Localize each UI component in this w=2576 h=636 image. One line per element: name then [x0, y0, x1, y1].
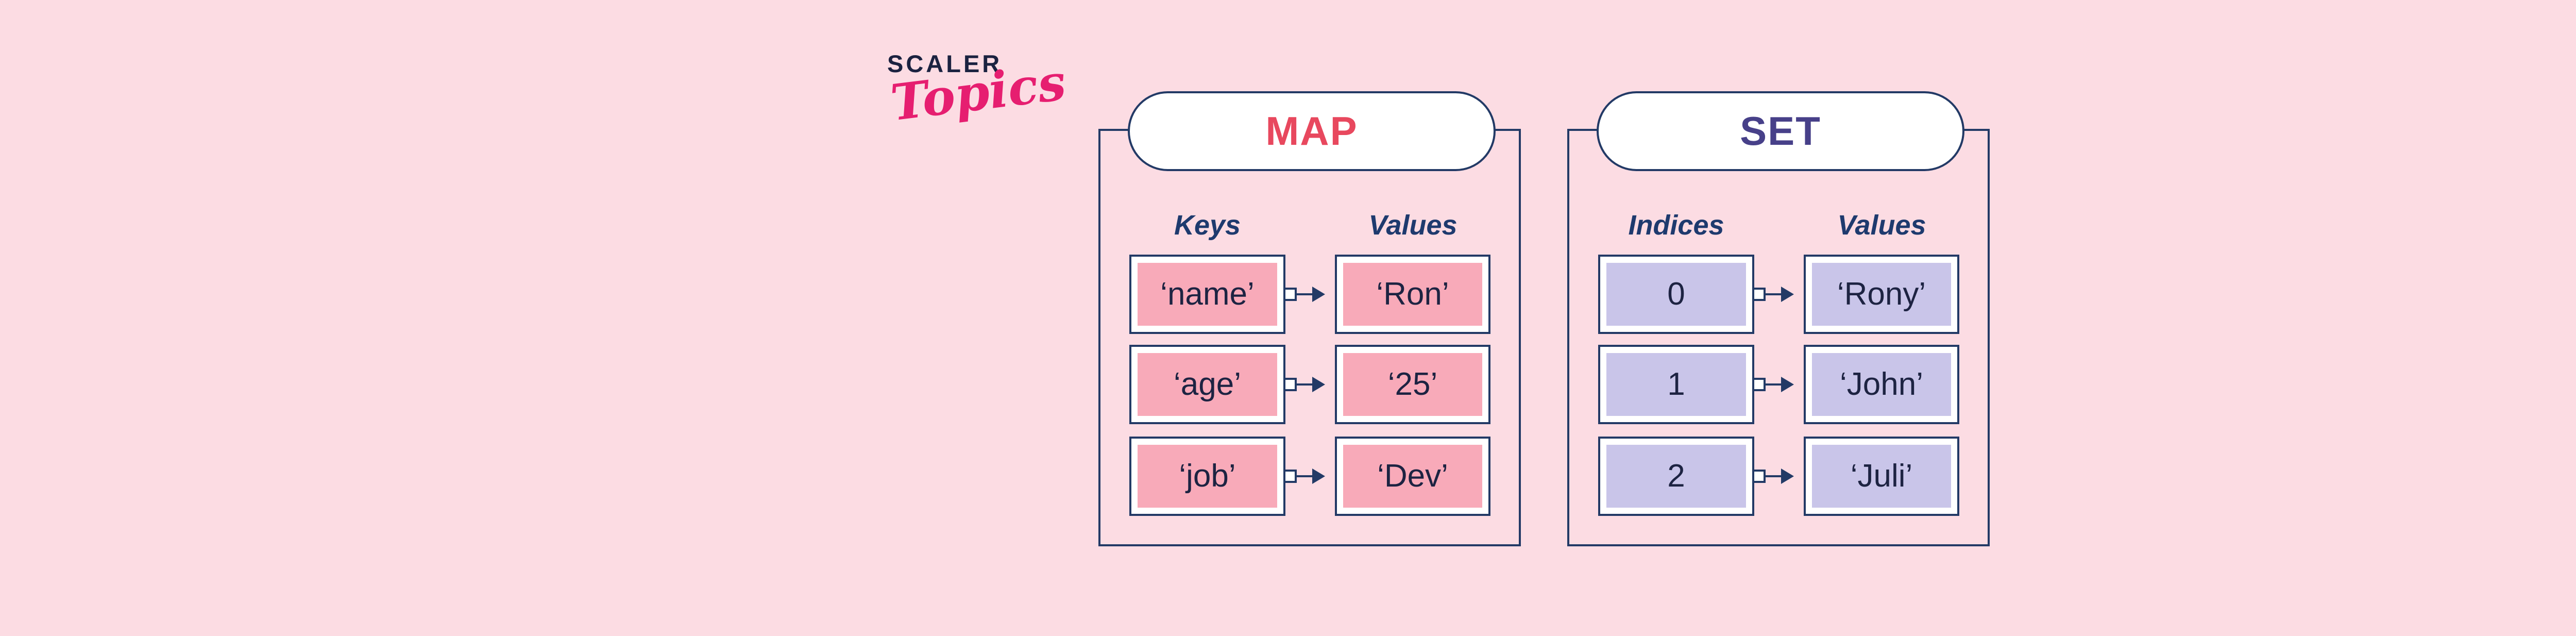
- map-key-cell: ‘name’: [1129, 255, 1285, 334]
- set-index-cell: 0: [1598, 255, 1754, 334]
- arrow-connector: [1283, 377, 1325, 392]
- set-index-text: 0: [1667, 276, 1685, 312]
- map-value-text: ‘25’: [1387, 366, 1438, 402]
- map-title: MAP: [1265, 108, 1358, 154]
- connector-square: [1752, 470, 1766, 483]
- map-title-pill: MAP: [1128, 91, 1496, 171]
- arrow-connector: [1752, 287, 1794, 302]
- set-title: SET: [1740, 108, 1821, 154]
- connector-square: [1752, 378, 1766, 391]
- set-values-header: Values: [1837, 210, 1926, 241]
- arrow-right-icon: [1312, 377, 1325, 392]
- map-key-cell: ‘age’: [1129, 345, 1285, 424]
- set-value-text: ‘John’: [1840, 366, 1923, 402]
- map-key-text: ‘name’: [1160, 276, 1255, 312]
- scaler-wordmark: SCALER: [887, 50, 1003, 77]
- set-value-text: ‘Rony’: [1837, 276, 1926, 312]
- arrow-right-icon: [1781, 287, 1794, 302]
- map-key-fill: ‘age’: [1138, 353, 1277, 416]
- map-row: ‘age’ ‘25’: [1129, 345, 1495, 424]
- set-index-fill: 2: [1606, 445, 1746, 508]
- set-value-fill: ‘John’: [1812, 353, 1951, 416]
- set-index-text: 2: [1667, 458, 1685, 494]
- map-row: ‘job’ ‘Dev’: [1129, 437, 1495, 516]
- set-value-fill: ‘Juli’: [1812, 445, 1951, 508]
- map-key-fill: ‘name’: [1138, 263, 1277, 326]
- connector-line: [1297, 383, 1312, 386]
- arrow-connector: [1752, 468, 1794, 484]
- map-row: ‘name’ ‘Ron’: [1129, 255, 1495, 334]
- map-values-header: Values: [1368, 210, 1458, 241]
- connector-line: [1766, 475, 1781, 477]
- arrow-right-icon: [1312, 468, 1325, 484]
- connector-square: [1283, 288, 1297, 301]
- set-index-fill: 0: [1606, 263, 1746, 326]
- set-value-cell: ‘Juli’: [1804, 437, 1959, 516]
- arrow-connector: [1283, 287, 1325, 302]
- map-value-text: ‘Dev’: [1377, 458, 1448, 494]
- set-row: 0 ‘Rony’: [1598, 255, 1964, 334]
- connector-line: [1297, 475, 1312, 477]
- arrow-connector: [1752, 377, 1794, 392]
- map-key-text: ‘age’: [1174, 366, 1241, 402]
- map-value-fill: ‘25’: [1343, 353, 1482, 416]
- map-value-cell: ‘Dev’: [1335, 437, 1490, 516]
- connector-line: [1297, 293, 1312, 295]
- set-index-cell: 2: [1598, 437, 1754, 516]
- scaler-logo: SCALER Topics: [887, 49, 1069, 132]
- set-indices-header: Indices: [1628, 210, 1724, 241]
- arrow-right-icon: [1781, 377, 1794, 392]
- connector-square: [1283, 378, 1297, 391]
- set-row: 2 ‘Juli’: [1598, 437, 1964, 516]
- map-key-text: ‘job’: [1179, 458, 1236, 494]
- connector-line: [1766, 383, 1781, 386]
- arrow-connector: [1283, 468, 1325, 484]
- set-value-cell: ‘John’: [1804, 345, 1959, 424]
- map-value-cell: ‘Ron’: [1335, 255, 1490, 334]
- map-value-fill: ‘Ron’: [1343, 263, 1482, 326]
- map-key-cell: ‘job’: [1129, 437, 1285, 516]
- set-title-pill: SET: [1597, 91, 1964, 171]
- map-keys-header: Keys: [1174, 210, 1241, 241]
- set-panel: SET Indices Values 0 ‘Rony’: [1567, 91, 1990, 546]
- set-index-text: 1: [1667, 366, 1685, 402]
- set-value-text: ‘Juli’: [1850, 458, 1913, 494]
- set-value-fill: ‘Rony’: [1812, 263, 1951, 326]
- set-index-fill: 1: [1606, 353, 1746, 416]
- map-panel: MAP Keys Values ‘name’ ‘Ron’: [1098, 91, 1521, 546]
- set-index-cell: 1: [1598, 345, 1754, 424]
- map-key-fill: ‘job’: [1138, 445, 1277, 508]
- connector-square: [1752, 288, 1766, 301]
- map-value-cell: ‘25’: [1335, 345, 1490, 424]
- set-row: 1 ‘John’: [1598, 345, 1964, 424]
- arrow-right-icon: [1312, 287, 1325, 302]
- set-value-cell: ‘Rony’: [1804, 255, 1959, 334]
- map-value-fill: ‘Dev’: [1343, 445, 1482, 508]
- arrow-right-icon: [1781, 468, 1794, 484]
- connector-square: [1283, 470, 1297, 483]
- map-value-text: ‘Ron’: [1376, 276, 1449, 312]
- connector-line: [1766, 293, 1781, 295]
